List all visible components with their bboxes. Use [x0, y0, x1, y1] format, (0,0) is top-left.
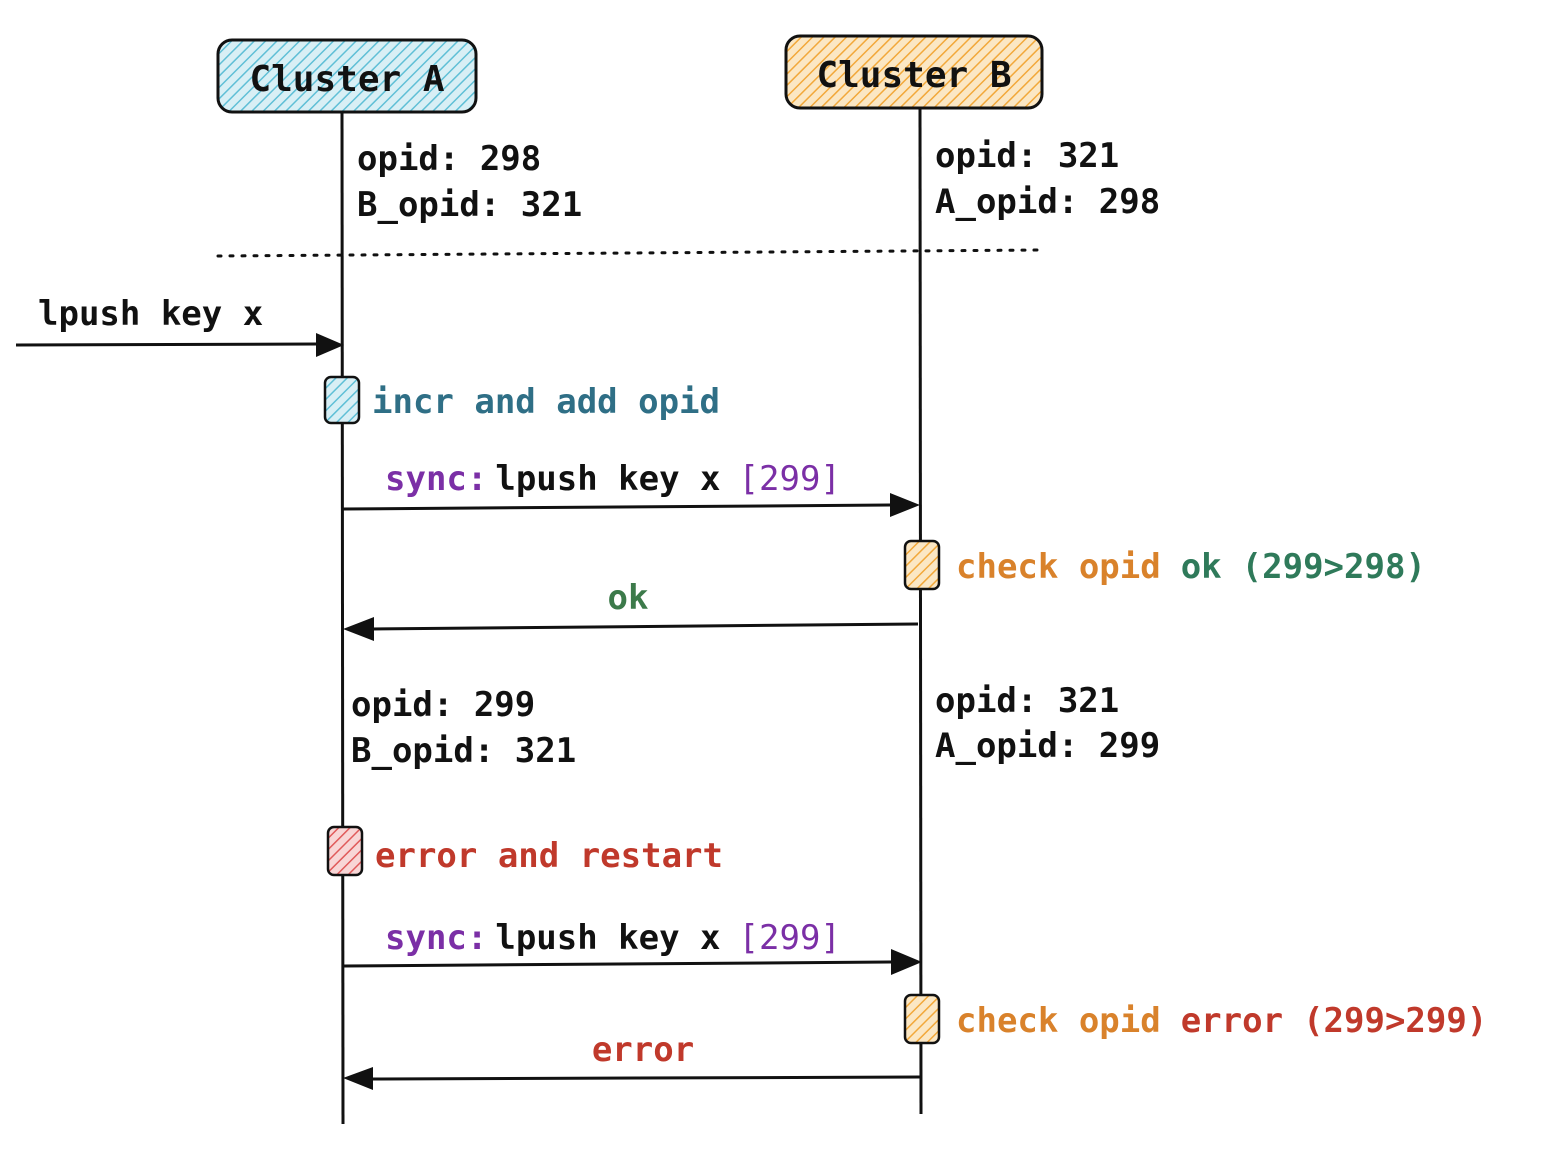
- sync2-label: sync:lpush key x [299]: [385, 918, 841, 958]
- reply1-arrow: [343, 617, 919, 641]
- check1-label: check opid ok (299>298): [956, 547, 1426, 587]
- step-incr-label: incr and add opid: [372, 382, 720, 422]
- activation-error: [326, 825, 364, 877]
- sync2-opid: [299]: [739, 918, 841, 958]
- sync1-opid: [299]: [739, 459, 841, 499]
- sync1-arrow: [342, 493, 920, 517]
- check1-status: ok: [1181, 547, 1222, 587]
- activation-incr: [323, 375, 361, 425]
- participant-cluster-b: Cluster B: [784, 34, 1044, 110]
- state1-a-b-opid: B_opid: 321: [357, 185, 582, 225]
- participant-cluster-b-label: Cluster B: [816, 55, 1011, 96]
- lifeline-cluster-b: [918, 107, 923, 1115]
- reply2-arrow: [343, 1067, 921, 1090]
- state2-a-opid: opid: 299: [351, 685, 535, 725]
- client-request-arrow: [15, 333, 344, 357]
- sync1-prefix: sync:: [385, 459, 487, 499]
- lifeline-cluster-a: [340, 111, 345, 1125]
- check2-part1: check opid: [956, 1001, 1161, 1041]
- activation-check1: [903, 539, 941, 591]
- reply1-label: ok: [608, 578, 649, 618]
- sync2-command: lpush key x: [495, 918, 720, 958]
- state2-a-b-opid: B_opid: 321: [351, 731, 576, 771]
- sync1-command: lpush key x: [495, 459, 720, 499]
- sync2-prefix: sync:: [385, 918, 487, 958]
- check1-cond: (299>298): [1242, 547, 1426, 587]
- activation-check2: [903, 993, 941, 1045]
- state2-b-a-opid: A_opid: 299: [935, 726, 1160, 766]
- sync2-arrow: [343, 949, 922, 975]
- sync1-label: sync:lpush key x [299]: [385, 459, 841, 499]
- state2-b-opid: opid: 321: [935, 681, 1119, 721]
- participant-cluster-a-label: Cluster A: [249, 59, 444, 100]
- separator-line: [216, 248, 1044, 258]
- participant-cluster-a: Cluster A: [216, 38, 478, 114]
- state1-b-opid: opid: 321: [935, 136, 1119, 176]
- check2-status: error: [1181, 1001, 1283, 1041]
- state1-b-a-opid: A_opid: 298: [935, 182, 1160, 222]
- state1-a-opid: opid: 298: [357, 139, 541, 179]
- step-error-label: error and restart: [375, 836, 723, 876]
- reply2-label: error: [592, 1030, 694, 1070]
- client-command-label: lpush key x: [38, 294, 263, 334]
- check2-cond: (299>299): [1303, 1001, 1487, 1041]
- check1-part1: check opid: [956, 547, 1161, 587]
- check2-label: check opid error (299>299): [956, 1001, 1487, 1041]
